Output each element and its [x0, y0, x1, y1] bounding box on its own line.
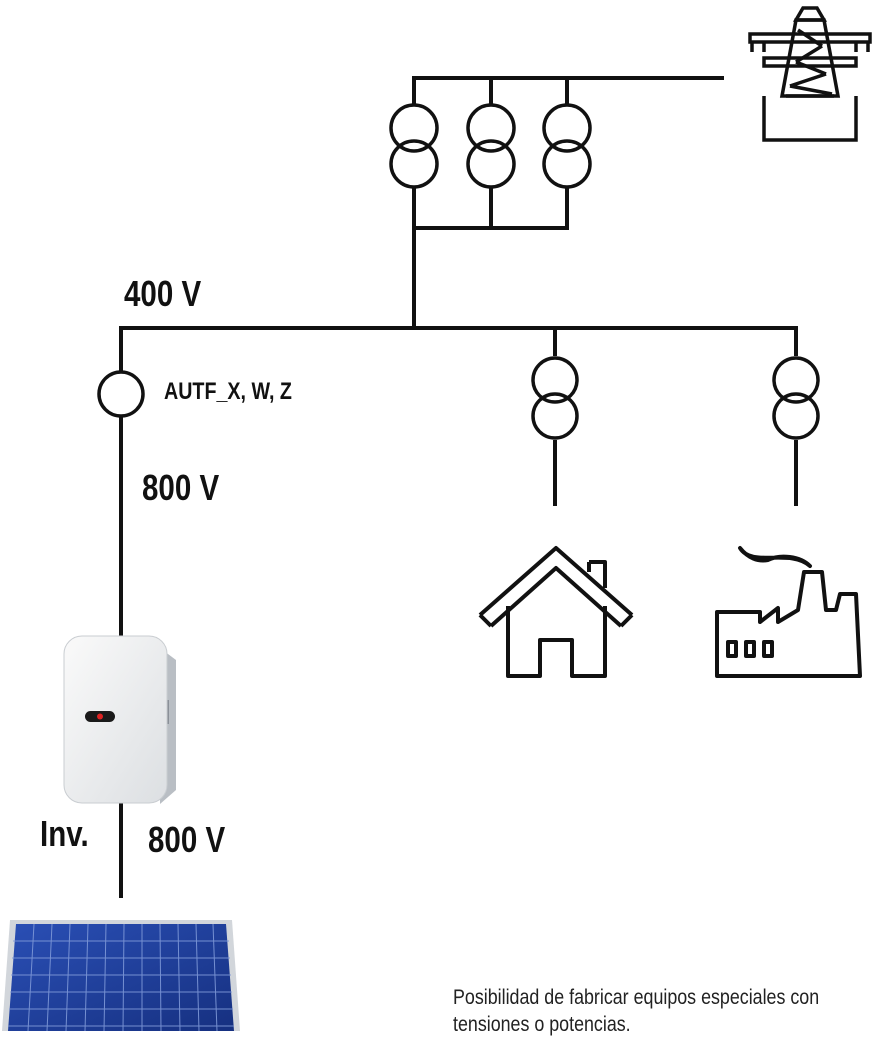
solar-panel-icon [2, 920, 240, 1031]
transformer-icon [389, 139, 439, 189]
transformer-icon [466, 103, 516, 153]
transformer-icon [772, 356, 820, 404]
output-voltage-label: 800 V [142, 467, 220, 508]
main-transformers [389, 103, 592, 189]
note-line-2: tensiones o potencias. [453, 1013, 631, 1036]
autotransformer-label: AUTF_X, W, Z [164, 378, 292, 405]
house-icon [478, 546, 634, 678]
note-line-1: Posibilidad de fabricar equipos especial… [453, 986, 820, 1009]
dc-voltage-label: 800 V [148, 819, 226, 860]
factory-icon [715, 546, 862, 678]
pylon-icon [748, 6, 872, 142]
inverter-icon [63, 635, 176, 804]
transformer-icon [466, 139, 516, 189]
transformer-icon [531, 356, 579, 404]
bus-voltage-label: 400 V [124, 273, 202, 314]
autotransformer-icon [97, 370, 145, 418]
inverter-label: Inv. [40, 813, 89, 854]
transformer-icon [531, 392, 579, 440]
transformer-icon [542, 103, 592, 153]
transformer-icon [542, 139, 592, 189]
transformer-icon [389, 103, 439, 153]
transformer-icon [772, 392, 820, 440]
